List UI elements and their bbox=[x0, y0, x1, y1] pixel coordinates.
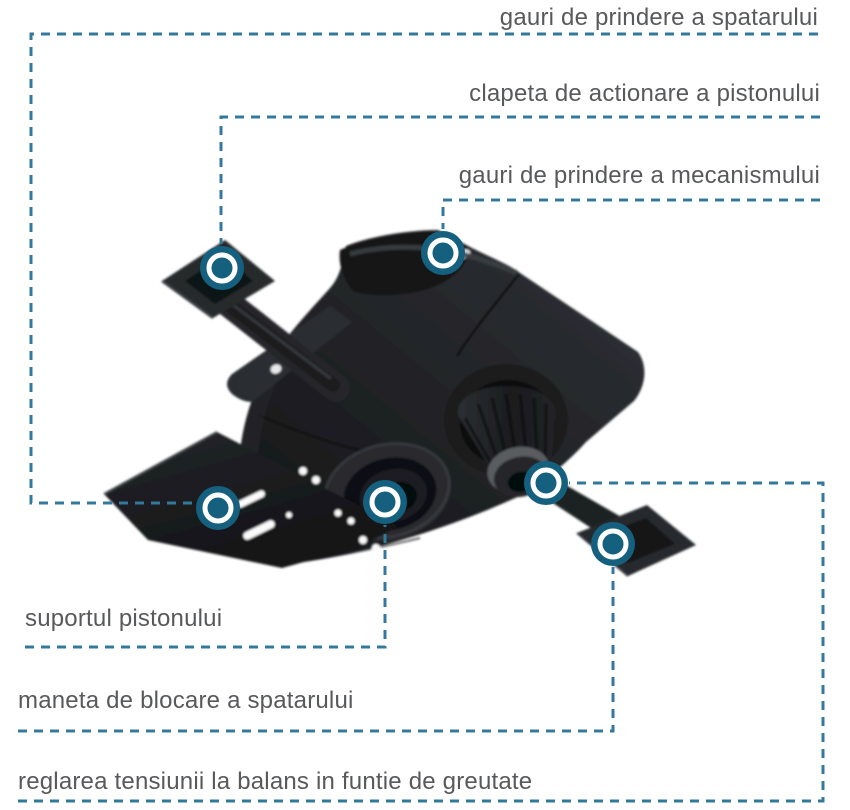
callout-label-gauri-mecanism: gauri de prindere a mecanismului bbox=[458, 162, 820, 189]
tension-knob bbox=[457, 386, 556, 498]
callout-markers bbox=[196, 231, 635, 566]
callout-label-reglare-tensiune: reglarea tensiunii la balans in funtie d… bbox=[18, 768, 533, 795]
marker-gauri-mecanism bbox=[421, 231, 465, 275]
callout-label-suport-piston: suportul pistonului bbox=[25, 605, 223, 632]
callout-label-maneta-blocare: maneta de blocare a spatarului bbox=[18, 687, 354, 714]
marker-maneta-blocare bbox=[591, 522, 635, 566]
callout-label-clapeta: clapeta de actionare a pistonului bbox=[469, 80, 820, 107]
callout-label-gauri-spatar: gauri de prindere a spatarului bbox=[499, 4, 818, 31]
callout-lines bbox=[18, 32, 825, 803]
callout-line-maneta-blocare bbox=[18, 567, 615, 733]
marker-reglare-tensiune bbox=[524, 461, 568, 505]
marker-gauri-spatar bbox=[196, 486, 240, 530]
mechanism-illustration bbox=[103, 230, 696, 577]
callout-line-clapeta bbox=[219, 115, 820, 244]
callout-line-reglare-tensiune bbox=[18, 481, 825, 803]
marker-clapeta bbox=[200, 246, 244, 290]
backrest-plate bbox=[103, 431, 398, 568]
marker-suport-piston bbox=[363, 480, 407, 524]
callout-line-suport-piston bbox=[25, 525, 387, 649]
callout-line-gauri-mecanism bbox=[441, 198, 820, 229]
